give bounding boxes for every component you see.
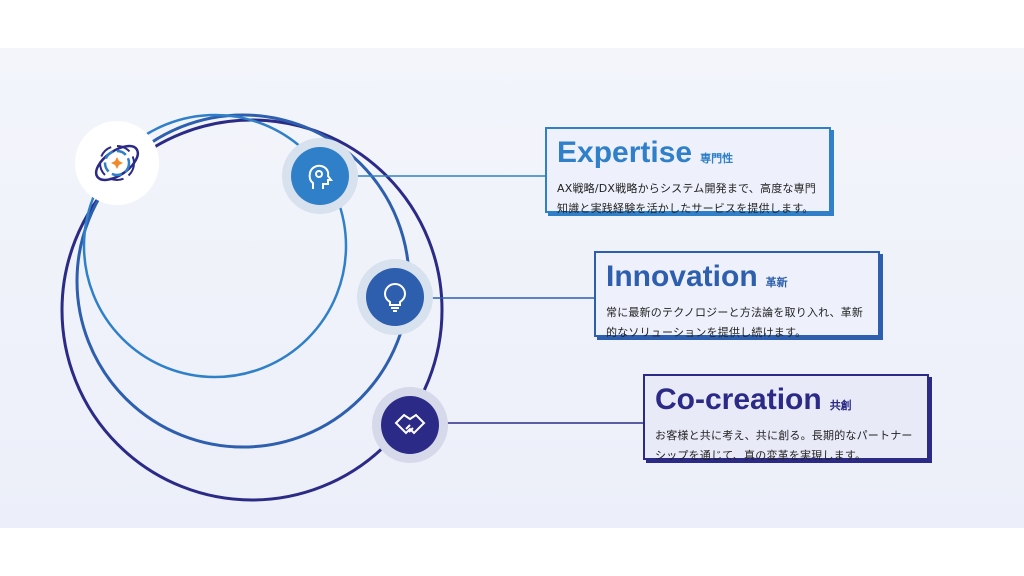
title-text: Innovation — [606, 260, 758, 293]
cocreation-title: Co-creation 共創 — [655, 382, 917, 424]
innovation-title: Innovation 革新 — [606, 259, 868, 301]
line1: お客様と共に考え、共に創る。長期的なパートナー — [655, 429, 913, 442]
line2: シップを通じて、真の変革を実現します。 — [655, 449, 867, 462]
expertise-title: Expertise 専門性 — [557, 135, 819, 177]
diagram-canvas: Expertise 専門性 AX戦略/DX戦略からシステム開発まで、高度な専門知識… — [0, 48, 1024, 528]
line2: 知識と実践経験を活かしたサービスを提供します。 — [557, 202, 814, 215]
cocreation-description: お客様と共に考え、共に創る。長期的なパートナーシップを通じて、真の変革を実現しま… — [655, 426, 917, 466]
subtitle: 共創 — [829, 399, 852, 412]
subtitle: 専門性 — [700, 152, 734, 165]
handshake-icon — [381, 396, 439, 454]
title-text: Co-creation — [655, 383, 822, 416]
subtitle: 革新 — [765, 276, 788, 289]
circle-rings — [60, 113, 643, 502]
line2: 的なソリューションを提供し続けます。 — [606, 326, 807, 339]
innovation-card: Innovation 革新 常に最新のテクノロジーと方法論を取り入れ、革新的なソリ… — [594, 251, 880, 339]
orbit-globe-icon — [75, 121, 159, 205]
line1: AX戦略/DX戦略からシステム開発まで、高度な専門 — [557, 182, 817, 195]
expertise-description: AX戦略/DX戦略からシステム開発まで、高度な専門知識と実践経験を活かしたサービ… — [557, 179, 819, 219]
lightbulb-icon — [366, 268, 424, 326]
expertise-card: Expertise 専門性 AX戦略/DX戦略からシステム開発まで、高度な専門知識… — [545, 127, 831, 215]
line1: 常に最新のテクノロジーと方法論を取り入れ、革新 — [606, 306, 864, 319]
innovation-description: 常に最新のテクノロジーと方法論を取り入れ、革新的なソリューションを提供し続けます… — [606, 303, 868, 343]
cocreation-card: Co-creation 共創 お客様と共に考え、共に創る。長期的なパートナーシップ… — [643, 374, 929, 462]
title-text: Expertise — [557, 136, 693, 169]
head-gear-icon — [291, 147, 349, 205]
inner-ring — [82, 113, 348, 379]
